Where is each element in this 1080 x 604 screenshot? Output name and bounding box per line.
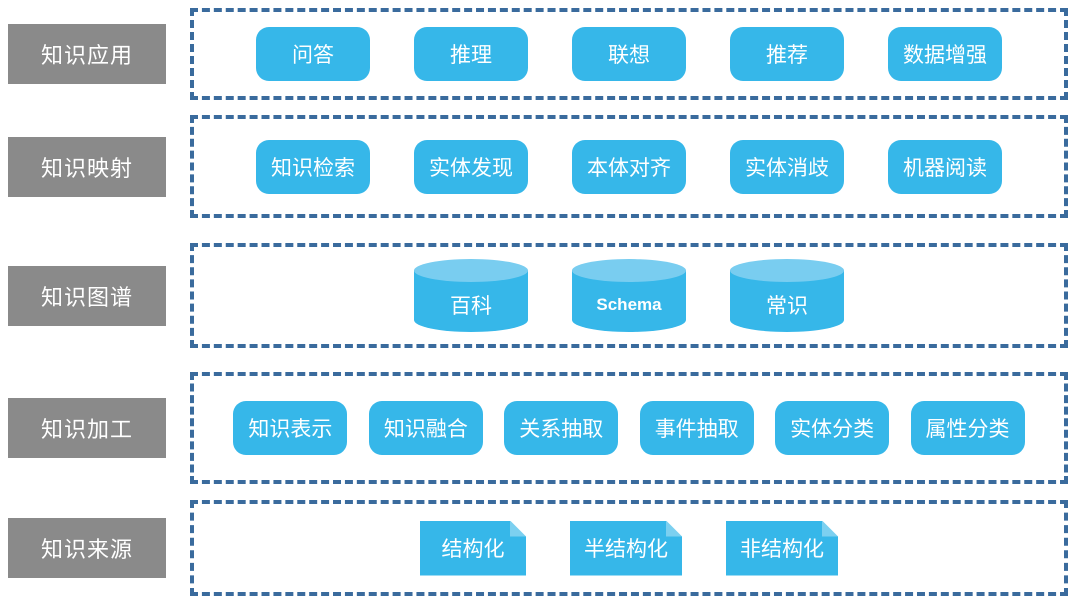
row-boundary-knowledge-processing: 知识表示知识融合关系抽取事件抽取实体分类属性分类 bbox=[190, 372, 1068, 484]
node-reasoning: 推理 bbox=[414, 27, 528, 81]
node-relation-extraction: 关系抽取 bbox=[504, 401, 619, 455]
row-items: 结构化半结构化非结构化 bbox=[194, 504, 1064, 592]
side-label-knowledge-application: 知识应用 bbox=[8, 24, 166, 84]
node-data-augmentation: 数据增强 bbox=[888, 27, 1002, 81]
node-recommendation: 推荐 bbox=[730, 27, 844, 81]
node-knowledge-representation: 知识表示 bbox=[233, 401, 348, 455]
cylinder-top bbox=[572, 259, 686, 282]
node-machine-reading: 机器阅读 bbox=[888, 139, 1002, 194]
row-knowledge-source: 知识来源 结构化半结构化非结构化 bbox=[0, 500, 1080, 596]
node-association: 联想 bbox=[572, 27, 686, 81]
node-knowledge-retrieval: 知识检索 bbox=[256, 139, 370, 194]
node-common-sense: 常识 bbox=[730, 259, 844, 332]
node-entity-discovery: 实体发现 bbox=[414, 139, 528, 194]
node-question-answering: 问答 bbox=[256, 27, 370, 81]
node-attribute-classification: 属性分类 bbox=[910, 401, 1025, 455]
row-knowledge-mapping: 知识映射 知识检索实体发现本体对齐实体消歧机器阅读 bbox=[0, 115, 1080, 218]
side-label-knowledge-graph: 知识图谱 bbox=[8, 265, 166, 326]
row-boundary-knowledge-graph: 百科 Schema 常识 bbox=[190, 243, 1068, 348]
node-encyclopedia: 百科 bbox=[414, 259, 528, 332]
node-unstructured: 非结构化 bbox=[726, 521, 838, 576]
node-structured: 结构化 bbox=[420, 521, 526, 576]
row-knowledge-application: 知识应用 问答推理联想推荐数据增强 bbox=[0, 8, 1080, 100]
row-items: 问答推理联想推荐数据增强 bbox=[194, 12, 1064, 96]
cylinder-body: 常识 bbox=[730, 270, 844, 332]
row-knowledge-graph: 知识图谱 百科 Schema 常识 bbox=[0, 243, 1080, 348]
cylinder-top bbox=[414, 259, 528, 282]
side-label-knowledge-source: 知识来源 bbox=[8, 518, 166, 578]
side-label-knowledge-mapping: 知识映射 bbox=[8, 136, 166, 197]
node-ontology-alignment: 本体对齐 bbox=[572, 139, 686, 194]
node-label: 常识 bbox=[766, 295, 808, 318]
row-knowledge-processing: 知识加工 知识表示知识融合关系抽取事件抽取实体分类属性分类 bbox=[0, 372, 1080, 484]
node-entity-disambiguation: 实体消歧 bbox=[730, 139, 844, 194]
node-entity-classification: 实体分类 bbox=[775, 401, 890, 455]
row-boundary-knowledge-mapping: 知识检索实体发现本体对齐实体消歧机器阅读 bbox=[190, 115, 1068, 218]
side-label-knowledge-processing: 知识加工 bbox=[8, 398, 166, 458]
row-boundary-knowledge-application: 问答推理联想推荐数据增强 bbox=[190, 8, 1068, 100]
node-semi-structured: 半结构化 bbox=[570, 521, 682, 576]
row-items: 知识检索实体发现本体对齐实体消歧机器阅读 bbox=[194, 119, 1064, 214]
node-label: 百科 bbox=[450, 295, 492, 318]
row-boundary-knowledge-source: 结构化半结构化非结构化 bbox=[190, 500, 1068, 596]
node-knowledge-fusion: 知识融合 bbox=[368, 401, 483, 455]
node-event-extraction: 事件抽取 bbox=[639, 401, 754, 455]
row-items: 百科 Schema 常识 bbox=[194, 247, 1064, 344]
node-label: Schema bbox=[596, 295, 662, 314]
row-items: 知识表示知识融合关系抽取事件抽取实体分类属性分类 bbox=[194, 376, 1064, 480]
cylinder-top bbox=[730, 259, 844, 282]
node-schema: Schema bbox=[572, 259, 686, 332]
